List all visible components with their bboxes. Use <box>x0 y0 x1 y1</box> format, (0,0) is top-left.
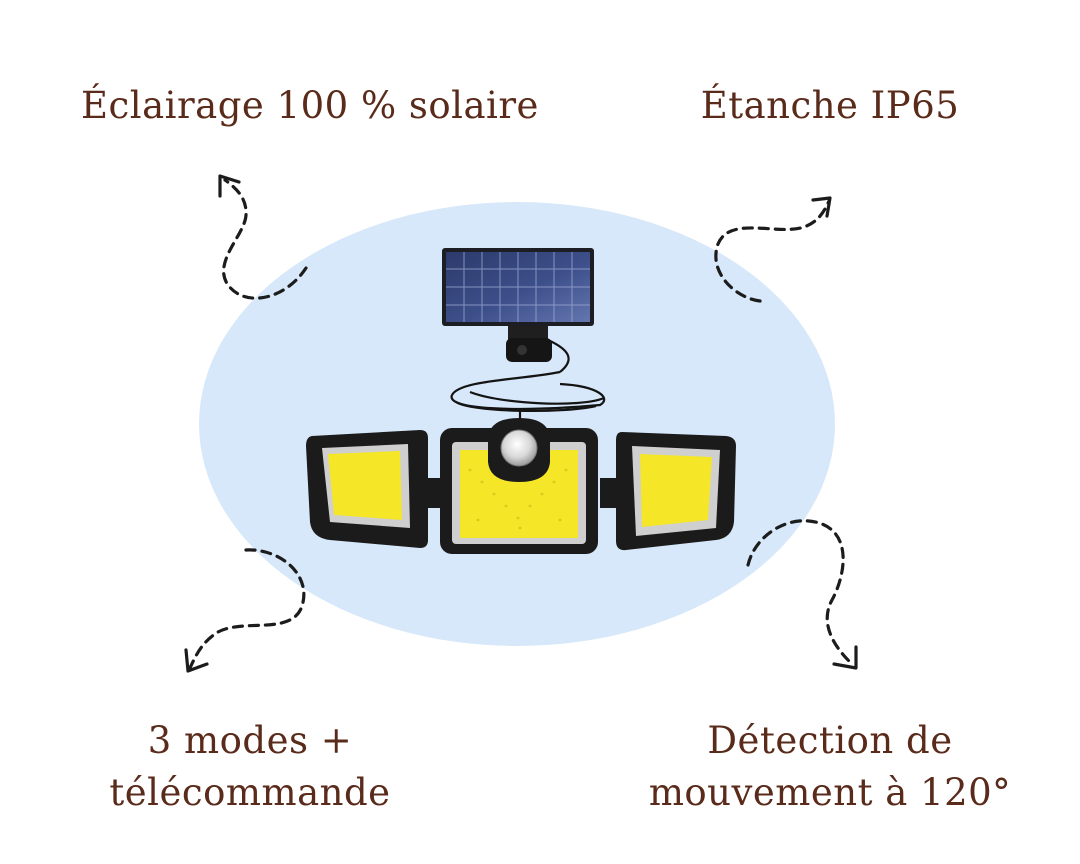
feature-modes-remote: 3 modes + télécommande <box>60 715 440 819</box>
feature-motion-detection: Détection de mouvement à 120° <box>620 715 1040 819</box>
dashed-curved-arrow-icon <box>714 196 832 303</box>
solar-panel-icon <box>442 248 594 362</box>
right-lamp-head <box>600 432 736 551</box>
motion-sensor-icon <box>488 418 550 482</box>
feature-modes-line-2: télécommande <box>109 771 391 814</box>
feature-solar-lighting: Éclairage 100 % solaire <box>60 80 560 132</box>
feature-detection-line-1: Détection de <box>707 719 953 762</box>
dashed-curved-arrow-icon <box>184 548 306 673</box>
feature-detection-line-2: mouvement à 120° <box>648 771 1012 814</box>
feature-waterproof: Étanche IP65 <box>660 80 1000 132</box>
center-lamp-head <box>440 418 598 554</box>
feature-solar-text: Éclairage 100 % solaire <box>81 84 539 127</box>
dashed-curved-arrow-icon <box>218 174 308 300</box>
feature-waterproof-text: Étanche IP65 <box>700 84 960 127</box>
feature-modes-line-1: 3 modes + <box>147 719 353 762</box>
dashed-curved-arrow-icon <box>746 519 858 670</box>
left-lamp-head <box>306 430 444 548</box>
